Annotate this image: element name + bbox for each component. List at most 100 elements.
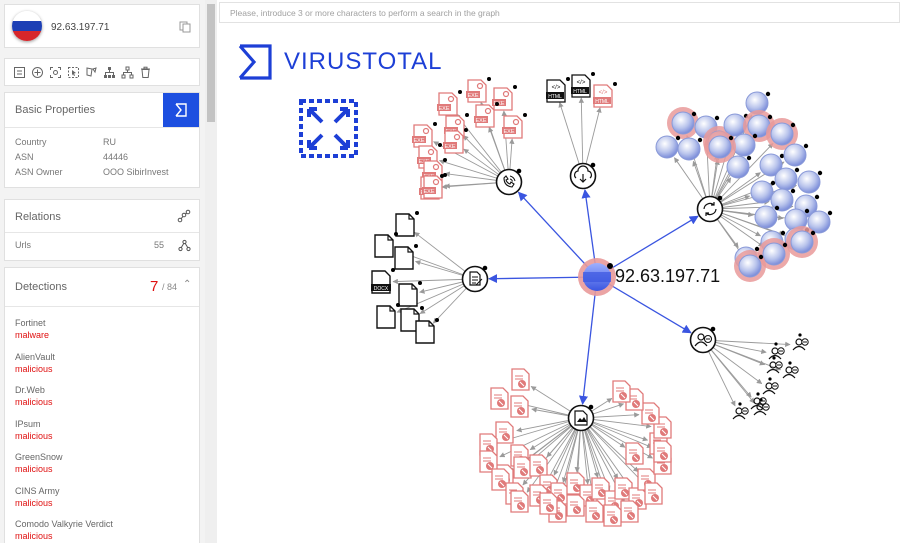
exe-file-icon[interactable]: EXE <box>412 122 437 148</box>
exe-file-icon[interactable]: EXE <box>437 90 462 116</box>
relation-hub-image-icon[interactable] <box>567 404 595 432</box>
virustotal-wordmark: VIRUSTOTAL <box>284 48 443 75</box>
html-file-icon[interactable]: </>HTML <box>571 72 595 98</box>
html-red-file-icon[interactable]: </>HTML <box>593 82 617 108</box>
user-node-icon[interactable] <box>792 333 809 351</box>
exe-file-icon[interactable]: EXE <box>502 113 527 139</box>
img-file-icon[interactable] <box>511 368 530 391</box>
doc-file-icon[interactable] <box>376 303 400 329</box>
graph-edge <box>396 278 476 313</box>
exe-file-icon[interactable]: EXE <box>422 173 447 199</box>
url-node-icon[interactable] <box>734 250 766 282</box>
expand-tree-icon[interactable] <box>121 66 134 79</box>
exe-file-icon[interactable]: EXE <box>474 102 499 128</box>
user-node-icon[interactable] <box>766 356 783 374</box>
collapse-chevron-icon[interactable]: ⌃ <box>183 279 192 290</box>
relation-hub-doc-icon[interactable] <box>461 265 489 293</box>
virustotal-button[interactable] <box>163 93 199 127</box>
img-file-icon[interactable] <box>479 450 498 473</box>
url-node-icon[interactable] <box>766 118 798 150</box>
relation-hub-phone-icon[interactable] <box>495 168 523 196</box>
relation-name[interactable]: Urls <box>15 240 31 250</box>
url-node-icon[interactable] <box>750 180 776 204</box>
detection-result: malicious <box>15 397 53 407</box>
doc-file-icon[interactable] <box>415 318 439 344</box>
url-node-icon[interactable] <box>783 143 809 167</box>
relation-hub-users-icon[interactable] <box>689 326 717 354</box>
prop-key: ASN <box>15 152 34 162</box>
select-icon[interactable] <box>67 66 80 79</box>
doc-file-icon[interactable] <box>374 232 398 258</box>
user-node-icon[interactable] <box>732 402 749 420</box>
url-node-icon[interactable] <box>754 205 780 229</box>
img-file-icon[interactable] <box>490 387 509 410</box>
img-file-icon[interactable] <box>529 454 548 477</box>
relation-hub-sync-icon[interactable] <box>696 195 724 223</box>
img-file-icon[interactable] <box>585 500 604 523</box>
detections-title: Detections <box>15 281 67 293</box>
url-node-icon[interactable] <box>677 137 703 161</box>
doc-file-icon[interactable] <box>398 281 422 307</box>
url-node-icon[interactable] <box>732 133 758 157</box>
graph-edge <box>702 339 782 371</box>
img-file-icon[interactable] <box>603 504 622 527</box>
img-file-icon[interactable] <box>614 477 633 500</box>
exe-file-icon[interactable]: EXE <box>443 128 468 154</box>
user-node-icon[interactable] <box>768 342 785 360</box>
img-file-icon[interactable] <box>566 494 585 517</box>
prop-key: ASN Owner <box>15 167 63 177</box>
exe-file-icon[interactable]: EXE <box>466 77 491 103</box>
img-file-icon[interactable] <box>539 492 558 515</box>
url-node-icon[interactable] <box>774 167 800 191</box>
url-node-icon[interactable] <box>770 188 796 212</box>
user-node-icon[interactable] <box>762 377 779 395</box>
exe-file-icon[interactable]: EXE <box>492 85 517 111</box>
detection-engine: Dr.Web <box>15 385 45 395</box>
scrollbar-thumb[interactable] <box>207 4 215 122</box>
graph-canvas[interactable]: EXEEXEEXEEXEEXEEXEEXEEXEEXEEXEEXEEXE</>H… <box>219 24 900 543</box>
details-icon[interactable] <box>13 66 26 79</box>
graph-search-bar[interactable] <box>219 2 900 23</box>
relations-graph-icon[interactable] <box>177 209 191 223</box>
add-node-icon[interactable] <box>31 66 44 79</box>
expand-relation-icon[interactable] <box>178 239 191 252</box>
trash-icon[interactable] <box>139 66 152 79</box>
basic-properties-card: Basic Properties Country RU ASN 44446 AS… <box>4 92 200 188</box>
img-file-icon[interactable] <box>620 500 639 523</box>
html-file-icon[interactable]: </>HTML <box>546 77 570 103</box>
center-ip-node[interactable] <box>578 258 616 296</box>
img-file-icon[interactable] <box>510 490 529 513</box>
graph-search-input[interactable] <box>220 3 899 23</box>
img-file-icon[interactable] <box>625 442 644 465</box>
relation-hub-download-icon[interactable] <box>569 162 597 190</box>
url-node-icon[interactable] <box>758 238 790 270</box>
img-file-icon[interactable] <box>513 456 532 479</box>
hierarchy-icon[interactable] <box>103 66 116 79</box>
url-node-icon[interactable] <box>655 135 681 159</box>
img-file-icon[interactable] <box>644 482 663 505</box>
url-node-icon[interactable] <box>759 153 785 177</box>
docx-file-icon[interactable]: DOCX <box>371 268 395 294</box>
img-file-icon[interactable] <box>510 395 529 418</box>
doc-file-icon[interactable] <box>395 211 419 237</box>
url-node-icon[interactable] <box>704 131 736 163</box>
url-node-icon[interactable] <box>786 226 818 258</box>
img-file-icon[interactable] <box>653 440 672 463</box>
url-node-icon[interactable] <box>726 155 752 179</box>
copy-icon[interactable] <box>179 21 191 33</box>
focus-icon[interactable] <box>49 66 62 79</box>
user-node-icon[interactable] <box>782 361 799 379</box>
user-node-icon[interactable] <box>753 398 770 416</box>
url-node-icon[interactable] <box>807 210 833 234</box>
img-file-icon[interactable] <box>491 468 510 491</box>
img-file-icon[interactable] <box>641 402 660 425</box>
paint-icon[interactable] <box>85 66 98 79</box>
img-file-icon[interactable] <box>612 380 631 403</box>
url-node-icon[interactable] <box>797 170 823 194</box>
url-node-icon[interactable] <box>723 113 749 137</box>
doc-file-icon[interactable] <box>394 244 418 270</box>
cluster-icon[interactable] <box>299 99 358 158</box>
url-node-icon[interactable] <box>667 107 699 139</box>
img-file-icon[interactable] <box>495 421 514 444</box>
left-panel-scrollbar[interactable] <box>205 0 217 543</box>
